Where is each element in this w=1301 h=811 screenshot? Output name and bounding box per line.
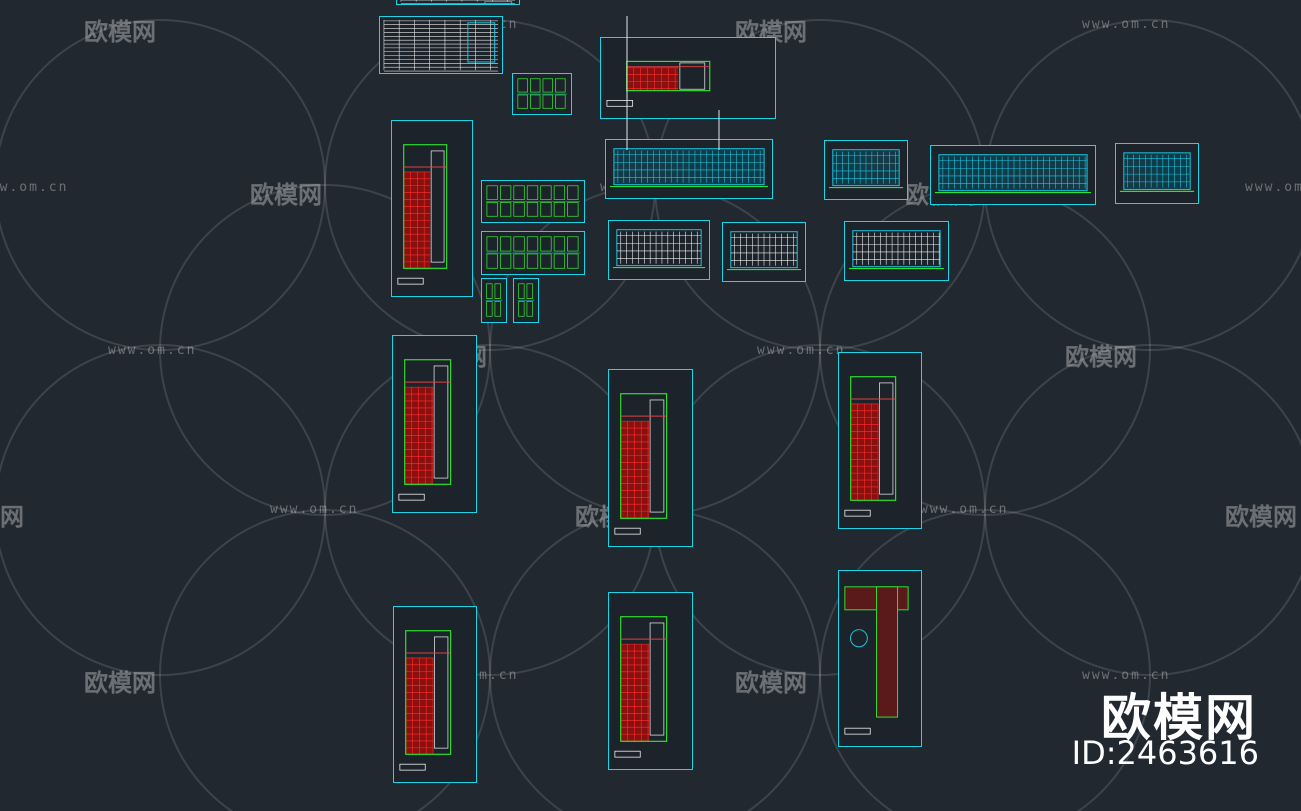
watermark-url: www.om.cn [920,502,1009,517]
drawing-content [609,148,769,188]
drawing-content [397,144,448,285]
drawing-sheet-plan-tall[interactable] [838,352,922,529]
watermark-brand: 欧模网 [0,503,24,531]
drawing-content [398,359,452,501]
watermark-brand: 欧模网 [1225,503,1297,531]
drawing-content [612,229,706,269]
watermark-brand: 欧模网 [1065,343,1137,371]
watermark-url: www.om.cn [108,343,197,358]
drawing-sheet-detail[interactable] [513,278,539,323]
drawing-sheet-elevation[interactable] [824,140,908,200]
drawing-sheet-detail[interactable] [512,73,572,115]
drawing-sheet-section[interactable] [608,220,710,280]
watermark-url: www.om.cn [0,180,69,195]
drawing-content [383,19,499,72]
drawing-sheet-plan-roof[interactable] [838,570,922,747]
watermark-brand: 欧模网 [735,669,807,697]
drawing-sheet-table[interactable] [396,0,520,5]
watermark-brand: 欧模网 [250,181,322,209]
drawing-content [726,231,802,271]
drawing-sheet-plan-tall[interactable] [391,120,473,297]
drawing-content [399,630,452,771]
watermark-brand: 欧模网 [84,18,156,46]
drawing-sheet-detail[interactable] [481,180,585,223]
drawing-sheet-section[interactable] [844,221,949,281]
watermark-brand: 欧模网 [84,669,156,697]
drawing-sheet-plan-tall[interactable] [608,592,693,770]
drawing-sheet-elevation[interactable] [930,145,1096,205]
drawing-content [1119,152,1195,192]
drawing-content [516,78,568,109]
drawing-content [828,149,904,189]
drawing-content [485,283,503,317]
watermark-url: www.om.cn [270,502,359,517]
drawing-sheet-table[interactable] [379,16,503,74]
drawing-content [606,60,711,107]
drawing-content [934,154,1092,194]
watermark-url: www.om.cn [757,343,846,358]
drawing-content [848,230,945,270]
drawing-sheet-plan-tall[interactable] [608,369,693,547]
drawing-content [614,393,668,535]
drawing-content [844,376,897,517]
drawing-sheet-detail[interactable] [481,231,585,275]
drawing-content [844,586,909,735]
watermark-url: www.om.cn [1245,180,1301,195]
drawing-sheet-plan-tall[interactable] [393,606,477,783]
drawing-content [400,0,516,4]
drawing-content [485,185,581,217]
watermark-url: www.om.cn [1082,17,1171,32]
drawing-content [614,616,668,758]
drawing-sheet-plan-wide[interactable] [600,37,776,119]
drawing-sheet-section[interactable] [722,222,806,282]
brand-logo-text: 欧模网 [1101,689,1257,747]
asset-id-label: ID:2463616 [1071,734,1259,772]
drawing-sheet-detail[interactable] [481,278,507,323]
drawing-content [517,283,535,317]
drawing-content [485,236,581,269]
drawing-sheet-plan-tall[interactable] [392,335,477,513]
drawing-sheet-elevation[interactable] [1115,143,1199,204]
drawing-sheet-elevation[interactable] [605,139,773,199]
